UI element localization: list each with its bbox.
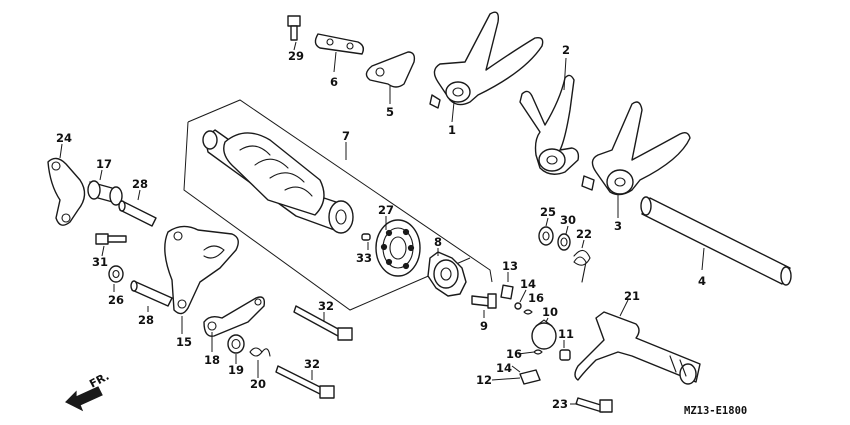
pin-28-upper xyxy=(118,200,157,227)
callout-22: 22 xyxy=(576,227,592,241)
callout-9: 9 xyxy=(480,319,488,333)
callout-20: 20 xyxy=(250,377,266,391)
spring-16-lower xyxy=(533,349,543,355)
pawl-13 xyxy=(500,284,514,300)
spring-16-upper xyxy=(523,309,533,315)
callout-10: 10 xyxy=(542,305,558,319)
callout-16-upper: 16 xyxy=(528,291,544,305)
callout-33: 33 xyxy=(356,251,372,265)
callout-24: 24 xyxy=(56,131,72,145)
bolt-29 xyxy=(287,15,301,41)
callout-14-upper: 14 xyxy=(520,277,536,291)
callout-8: 8 xyxy=(434,235,442,249)
gearshift-spindle xyxy=(574,311,701,385)
ratchet-10 xyxy=(531,319,557,350)
bolt-32-lower xyxy=(275,365,335,399)
callout-28-lower: 28 xyxy=(138,313,154,327)
spring-20 xyxy=(249,347,271,357)
callout-6: 6 xyxy=(330,75,338,89)
callout-21: 21 xyxy=(624,289,640,303)
callout-32-upper: 32 xyxy=(318,299,334,313)
callout-2: 2 xyxy=(562,43,570,57)
pin-28-lower xyxy=(130,280,173,307)
drum-center xyxy=(427,251,467,297)
plate-6 xyxy=(314,33,365,55)
callout-31: 31 xyxy=(92,255,108,269)
plate-5 xyxy=(365,51,416,88)
callout-30: 30 xyxy=(560,213,576,227)
bolt-23 xyxy=(575,397,613,413)
fork-shaft xyxy=(640,196,792,286)
callout-25: 25 xyxy=(540,205,556,219)
callout-18: 18 xyxy=(204,353,220,367)
callout-16-lower: 16 xyxy=(506,347,522,361)
callout-32-lower: 32 xyxy=(304,357,320,371)
stopper-plate-15 xyxy=(164,225,239,315)
callout-27: 27 xyxy=(378,203,394,217)
nut-11 xyxy=(559,349,571,361)
callout-15: 15 xyxy=(176,335,192,349)
drum-pin xyxy=(361,233,371,241)
collar-19 xyxy=(227,334,245,354)
shift-fork-1 xyxy=(429,11,544,109)
callout-7: 7 xyxy=(342,129,350,143)
shift-fork-3 xyxy=(581,101,691,196)
callout-5: 5 xyxy=(386,105,394,119)
callout-13: 13 xyxy=(502,259,518,273)
callout-labels: 1 2 3 4 5 6 7 8 9 10 11 12 13 14 14 15 1… xyxy=(56,43,706,411)
shift-fork-2 xyxy=(519,74,580,175)
callout-19: 19 xyxy=(228,363,244,377)
callout-12: 12 xyxy=(476,373,492,387)
lever-18 xyxy=(203,296,266,337)
drum-assembly-bracket xyxy=(183,99,493,311)
callout-14-lower: 14 xyxy=(496,361,512,375)
bolt-9 xyxy=(471,293,497,309)
arm-plate-24 xyxy=(47,157,86,226)
callout-4: 4 xyxy=(698,274,706,288)
callout-29: 29 xyxy=(288,49,304,63)
callout-3: 3 xyxy=(614,219,622,233)
washer-26 xyxy=(108,265,124,283)
bearing xyxy=(375,219,421,277)
spring-22 xyxy=(573,249,591,283)
callout-1: 1 xyxy=(448,123,456,137)
direction-label: FR. xyxy=(87,370,111,391)
bracket-12 xyxy=(519,369,541,385)
washer-25 xyxy=(538,226,554,246)
leader-lines xyxy=(59,41,705,405)
callout-23: 23 xyxy=(552,397,568,411)
front-direction-indicator: FR. xyxy=(64,370,111,412)
collar-17 xyxy=(87,180,123,206)
pin-14-upper xyxy=(514,302,522,310)
washer-30 xyxy=(557,233,571,251)
callout-26: 26 xyxy=(108,293,124,307)
callout-11: 11 xyxy=(558,327,574,341)
direction-arrow-icon xyxy=(64,386,103,412)
bolt-31 xyxy=(95,233,127,245)
callout-28-upper: 28 xyxy=(132,177,148,191)
shift-drum xyxy=(202,129,354,234)
callout-17: 17 xyxy=(96,157,112,171)
bolt-32-upper xyxy=(293,305,353,341)
diagram-code: MZ13-E1800 xyxy=(684,405,747,417)
